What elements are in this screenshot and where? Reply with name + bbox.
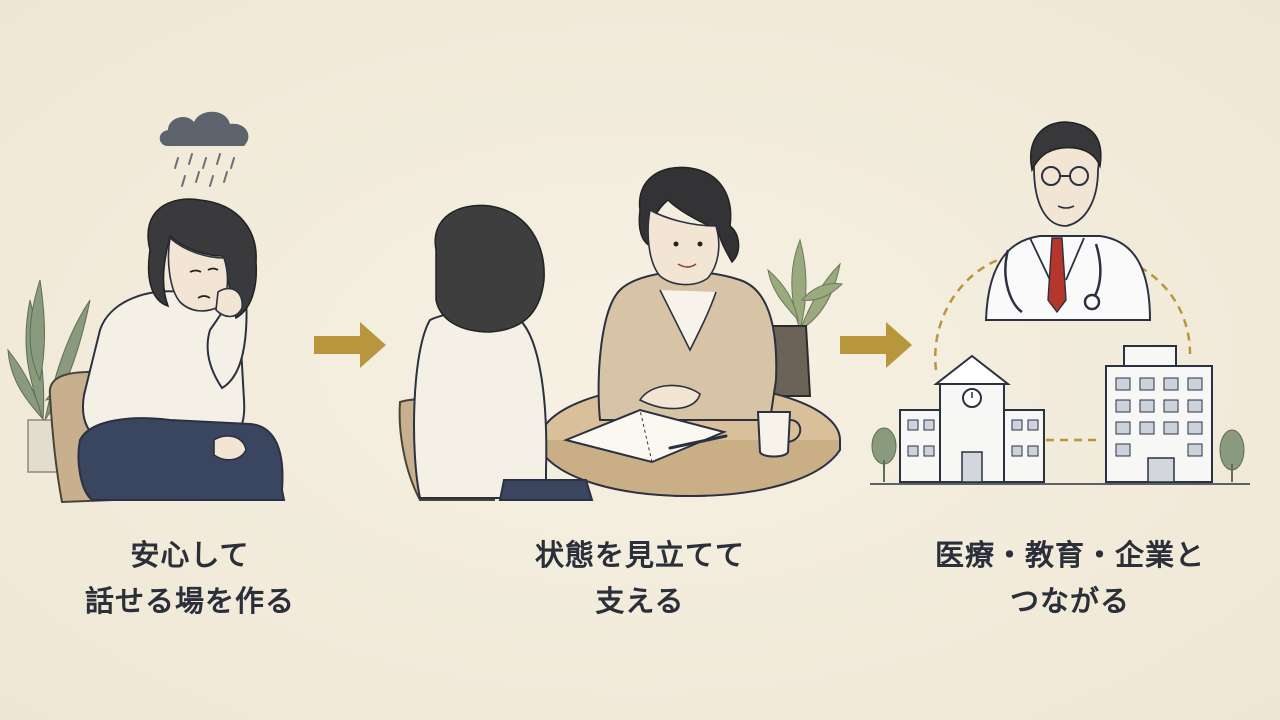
step-1-line-1: 安心して (130, 538, 250, 572)
client-figure-back (413, 204, 594, 501)
arrow-right-icon (314, 322, 386, 368)
dashed-connector (933, 258, 999, 371)
counselor-figure (597, 166, 778, 421)
panel-safe-space (7, 111, 286, 504)
office-building-icon (1105, 345, 1245, 483)
notebook-icon (562, 408, 728, 464)
doctor-icon (984, 121, 1152, 321)
step-1-line-2: 話せる場を作る (84, 584, 295, 618)
step-3-line-2: つながる (1009, 584, 1130, 618)
school-building-icon (871, 354, 1045, 483)
step-2-line-1: 状態を見立てて (534, 538, 745, 572)
step-2-caption: 状態を見立てて 支える (460, 532, 820, 624)
coffee-mug-icon (756, 411, 802, 458)
person-sitting-worried (77, 198, 286, 501)
panel-network (870, 121, 1250, 485)
panel-assess-support (398, 166, 844, 501)
step-1-caption: 安心して 話せる場を作る (40, 532, 340, 624)
step-2-line-2: 支える (595, 584, 685, 618)
plant-icon (767, 238, 844, 332)
step-3-caption: 医療・教育・企業と つながる (880, 532, 1260, 624)
step-3-line-1: 医療・教育・企業と (934, 538, 1205, 572)
rain-cloud-icon (159, 111, 249, 187)
arrow-right-icon (840, 322, 912, 368)
